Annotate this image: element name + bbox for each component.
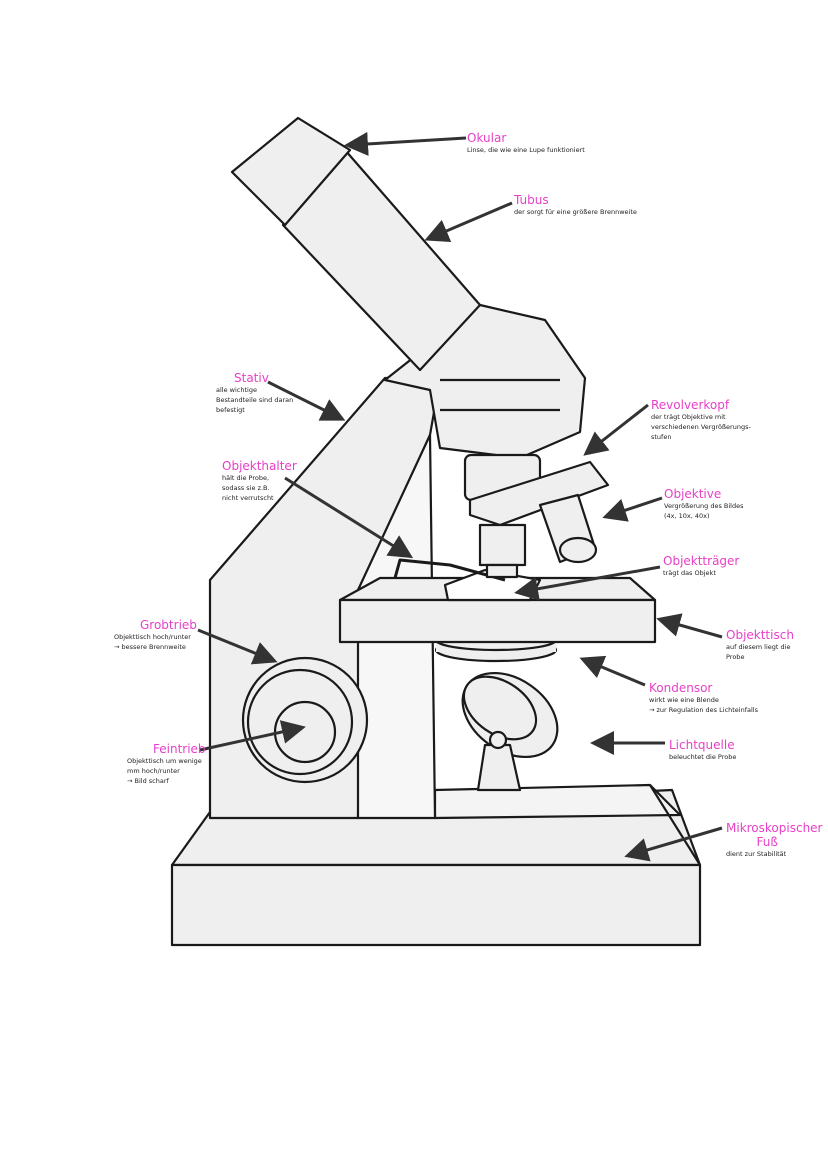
label-desc: Vergrößerung des Bildes (4x, 10x, 40x) [664, 502, 744, 520]
label-title: Tubus [514, 193, 549, 207]
label-title: Objekttisch [726, 628, 794, 642]
stage [338, 558, 657, 644]
label-desc: hält die Probe, sodass sie z.B. nicht ve… [222, 474, 274, 502]
label-title: Grobtrieb [140, 618, 197, 632]
label-title: Objektive [664, 487, 722, 501]
label-title: Stativ [234, 371, 269, 385]
label-desc: trägt das Objekt [663, 569, 716, 577]
label-desc: alle wichtige Bestandteile sind daran be… [216, 386, 294, 414]
label-desc: Objekttisch hoch/runter → bessere Brennw… [114, 633, 191, 651]
label-title: Feintrieb [153, 742, 206, 756]
label-desc: wirkt wie eine Blende → zur Regulation d… [649, 696, 758, 714]
label-desc: der trägt Objektive mit verschiedenen Ve… [651, 413, 751, 441]
label-title: Objektträger [663, 554, 740, 568]
focus-knobs [241, 656, 369, 784]
label-desc: Linse, die wie eine Lupe funktioniert [467, 146, 585, 154]
label-desc: Objekttisch um wenige mm hoch/runter → B… [127, 757, 202, 785]
label-desc: beleuchtet die Probe [669, 753, 737, 761]
label-title: Okular [467, 131, 507, 145]
label-title: Objekthalter [222, 459, 297, 473]
arrows [197, 131, 723, 862]
revolver [463, 453, 610, 579]
label-desc: der sorgt für eine größere Brennweite [514, 208, 637, 216]
label-title: Kondensor [649, 681, 713, 695]
label-desc: dient zur Stabilität [726, 850, 787, 858]
label-desc: auf diesem liegt die Probe [726, 643, 791, 661]
light-source [461, 671, 559, 792]
label-title: Mikroskopischer Fuß [726, 821, 823, 849]
label-title: Revolverkopf [651, 398, 730, 412]
label-title: Lichtquelle [669, 738, 735, 752]
